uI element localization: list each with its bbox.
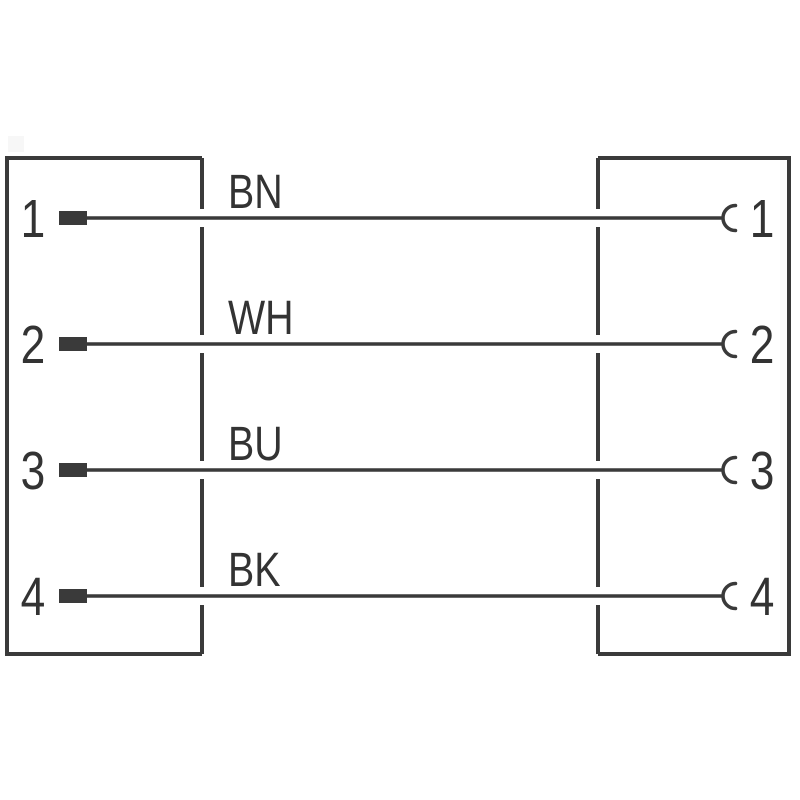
- connector-outlines: [5, 156, 791, 656]
- wire-label-bn: BN: [228, 165, 283, 219]
- socket-contact: [721, 203, 738, 233]
- background-artifact: [8, 136, 24, 152]
- right-pin-number-1: 1: [750, 189, 775, 249]
- left-pin-number-1: 1: [21, 189, 46, 249]
- right-pin-number-2: 2: [750, 315, 775, 375]
- left-pin-number-2: 2: [21, 315, 46, 375]
- right-pin-number-3: 3: [750, 441, 775, 501]
- left-pin-terminals: [59, 211, 87, 603]
- wire-label-bk: BK: [228, 543, 280, 597]
- pin-terminal: [59, 589, 87, 603]
- pin-terminal: [59, 463, 87, 477]
- socket-contact: [721, 329, 738, 359]
- left-connector-outline: [5, 156, 202, 656]
- diagram-texts: 1 2 3 4 BN WH BU BK 1 2 3 4: [21, 165, 775, 627]
- wire-label-wh: WH: [228, 291, 294, 345]
- right-connector-outline: [598, 156, 791, 656]
- right-pin-number-4: 4: [750, 567, 775, 627]
- wire-label-bu: BU: [228, 417, 283, 471]
- left-pin-number-4: 4: [21, 567, 46, 627]
- left-pin-number-3: 3: [21, 441, 46, 501]
- socket-contact: [721, 581, 738, 611]
- right-socket-contacts: [721, 203, 738, 611]
- pin-terminal: [59, 337, 87, 351]
- socket-contact: [721, 455, 738, 485]
- wires: [87, 216, 723, 598]
- pin-terminal: [59, 211, 87, 225]
